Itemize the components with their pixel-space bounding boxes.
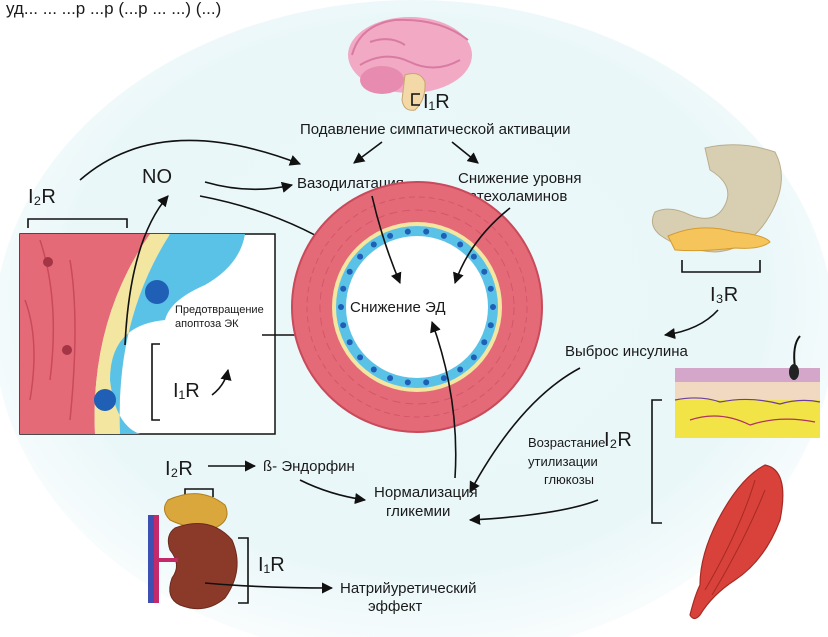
endothelial-nucleus xyxy=(387,375,393,381)
sympathetic-label: Подавление симпатической активации xyxy=(300,121,570,138)
apoptosis-label-2: апоптоза ЭК xyxy=(175,318,239,330)
i2r-tissue-label: I₂R xyxy=(604,429,632,451)
endothelial-nucleus xyxy=(488,322,494,328)
natriuretic-label-1: Натрийуретический xyxy=(340,580,477,597)
glycemia-label-1: Нормализация xyxy=(374,484,478,501)
insulin-label: Выброс инсулина xyxy=(565,343,688,360)
endothelial-nucleus xyxy=(405,379,411,385)
endothelial-nucleus xyxy=(340,286,346,292)
endothelial-nucleus xyxy=(457,242,463,248)
endothelial-nucleus xyxy=(441,375,447,381)
endothelial-nucleus xyxy=(441,233,447,239)
endothelial-nucleus xyxy=(371,242,377,248)
i1r-vessel-label: I₁R xyxy=(173,380,200,402)
catecholamines-label-1: Снижение уровня xyxy=(458,170,581,187)
endothelial-nucleus xyxy=(490,304,496,310)
endothelial-nucleus xyxy=(338,304,344,310)
endothelial-nucleus xyxy=(423,229,429,235)
header-text: уд... ... ...р ...р (...р ... ...) (...) xyxy=(6,0,221,18)
no-label: NO xyxy=(142,166,172,188)
endothelial-nucleus xyxy=(371,367,377,373)
endothelial-nucleus xyxy=(471,254,477,260)
endothelial-nucleus xyxy=(405,229,411,235)
endorphin-label: ß- Эндорфин xyxy=(263,458,355,475)
glucose-label-3: глюкозы xyxy=(544,472,594,487)
glucose-label-2: утилизации xyxy=(528,454,598,469)
endothelial-nucleus xyxy=(457,367,463,373)
i1r-kidney-label: I₁R xyxy=(258,554,285,576)
brain-receptor-label: I₁R xyxy=(423,91,450,113)
endothelial-nucleus xyxy=(357,254,363,260)
endothelial-nucleus xyxy=(481,269,487,275)
endothelial-nucleus xyxy=(471,354,477,360)
pancreas-receptor-label: I₃R xyxy=(710,284,738,306)
endothelial-nucleus xyxy=(481,339,487,345)
natriuretic-label-2: эффект xyxy=(368,598,422,615)
i2r-top-label: I₂R xyxy=(28,186,56,208)
vessel-panel xyxy=(20,234,275,434)
endothelial-nucleus xyxy=(340,322,346,328)
apoptosis-label-1: Предотвращение xyxy=(175,304,264,316)
endothelial-nucleus xyxy=(347,269,353,275)
glycemia-label-2: гликемии xyxy=(386,503,450,520)
endothelial-nucleus xyxy=(387,233,393,239)
ed-reduction-label: Снижение ЭД xyxy=(350,299,446,316)
glucose-label-1: Возрастание xyxy=(528,435,605,450)
endothelial-nucleus xyxy=(488,286,494,292)
endothelial-nucleus xyxy=(357,354,363,360)
endothelial-nucleus xyxy=(423,379,429,385)
endothelial-nucleus xyxy=(347,339,353,345)
i2r-kidney-label: I₂R xyxy=(165,458,193,480)
